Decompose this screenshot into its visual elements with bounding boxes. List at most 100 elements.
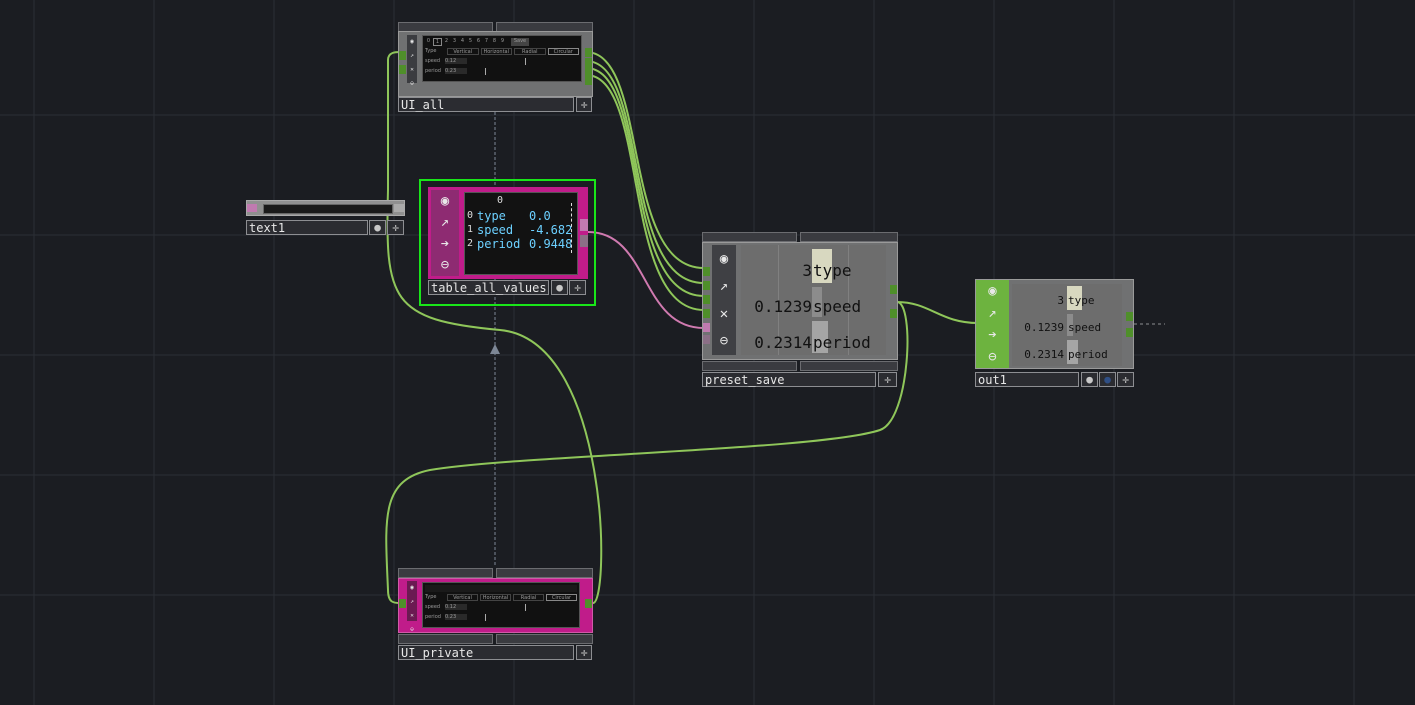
output-port[interactable] (585, 76, 592, 85)
save-button[interactable]: Save (511, 38, 529, 46)
node-out1[interactable]: ◉ ↗ ➔ ⊖ 3 type 0.1239 speed 0.2314 perio… (975, 279, 1135, 390)
row-value[interactable]: -4.682 (529, 223, 573, 237)
node-ui-private[interactable]: ◉ ↗ ✕ ⊖ Type Vertical Horizontal Radial … (398, 568, 593, 662)
viewer-icon[interactable]: ◉ (440, 192, 450, 209)
ui-private-panel[interactable]: Type Vertical Horizontal Radial Circular… (422, 582, 580, 628)
input-port[interactable] (703, 281, 710, 290)
bypass-icon[interactable]: ✕ (410, 66, 414, 73)
ui-all-panel[interactable]: 0 1 2 3 4 5 6 7 8 9 Save Type Vertical H… (422, 35, 582, 82)
node-name[interactable]: UI_all (398, 97, 574, 112)
table-row[interactable]: 1 speed -4.682 (465, 223, 577, 237)
output-port[interactable] (1126, 328, 1133, 337)
viewer-icon[interactable]: ◉ (410, 38, 414, 45)
channel-viewer[interactable]: 3 type 0.1239 speed 0.2314 period (1012, 284, 1122, 366)
node-text1[interactable]: text1 ● ✛ (246, 200, 405, 236)
input-port[interactable] (399, 599, 406, 608)
plus-icon[interactable]: ✛ (576, 97, 592, 112)
input-port[interactable] (703, 267, 710, 276)
table-view[interactable]: 0 0 type 0.0 1 speed -4.682 2 period 0.9… (464, 192, 578, 275)
period-slider-handle[interactable] (485, 68, 486, 75)
bypass-icon[interactable]: ➔ (988, 327, 997, 343)
speed-value-field[interactable]: 0.12 (445, 604, 467, 610)
node-ui-all[interactable]: ◉ ↗ ✕ ⊖ 0 1 2 3 4 5 6 7 8 9 Save Type Ve… (398, 22, 593, 115)
period-slider-handle[interactable] (485, 614, 486, 621)
lock-icon[interactable]: ⊖ (410, 626, 414, 633)
preset-tab[interactable]: 3 (452, 38, 457, 44)
cook-icon[interactable]: ↗ (719, 278, 729, 295)
type-option-circular[interactable]: Circular (546, 594, 577, 601)
output-port[interactable] (585, 67, 592, 76)
viewer-toggle-icon[interactable]: ● (369, 220, 386, 235)
output-port[interactable] (394, 204, 404, 212)
table-row[interactable]: 2 period 0.9448 (465, 237, 577, 251)
output-port[interactable] (1126, 312, 1133, 321)
preset-tab[interactable]: 2 (444, 38, 449, 44)
row-value[interactable]: 0.0 (529, 209, 551, 223)
preset-tab[interactable]: 1 (433, 38, 442, 46)
node-name[interactable]: out1 (975, 372, 1079, 387)
channel-viewer[interactable]: 3 type 0.1239 speed 0.2314 period (741, 245, 886, 355)
plus-icon[interactable]: ✛ (576, 645, 592, 660)
output-port[interactable] (580, 219, 588, 231)
node-name[interactable]: preset_save (702, 372, 876, 387)
speed-slider-handle[interactable] (525, 604, 526, 611)
cook-icon[interactable]: ↗ (410, 598, 414, 605)
preset-tab[interactable]: 5 (468, 38, 473, 44)
input-port[interactable] (399, 65, 406, 74)
output-port[interactable] (585, 48, 592, 57)
input-port[interactable] (399, 51, 406, 60)
display-toggle-icon[interactable]: ● (1099, 372, 1116, 387)
node-table-all-values[interactable]: ◉ ↗ ➔ ⊖ 0 0 type 0.0 1 speed -4.682 2 pe… (419, 179, 596, 306)
bypass-icon[interactable]: ✕ (719, 305, 729, 322)
type-option-vertical[interactable]: Vertical (447, 48, 479, 55)
type-option-radial[interactable]: Radial (514, 48, 546, 55)
preset-tab[interactable]: 0 (426, 38, 431, 44)
type-option-circular[interactable]: Circular (547, 48, 579, 55)
period-value-field[interactable]: 0.23 (445, 68, 467, 74)
lock-icon[interactable]: ⊖ (440, 257, 450, 274)
node-name[interactable]: UI_private (398, 645, 574, 660)
bypass-icon[interactable]: ✕ (410, 612, 414, 619)
viewer-icon[interactable]: ◉ (719, 250, 729, 267)
row-key[interactable]: period (477, 237, 521, 251)
node-name[interactable]: text1 (246, 220, 368, 235)
node-preset-save[interactable]: ◉ ↗ ✕ ⊖ 3 type 0.1239 speed 0.2314 perio… (702, 232, 898, 389)
type-option-radial[interactable]: Radial (513, 594, 544, 601)
output-port[interactable] (890, 309, 897, 318)
input-port[interactable] (703, 309, 710, 318)
preset-tab[interactable]: 6 (476, 38, 481, 44)
row-key[interactable]: type (477, 209, 506, 223)
viewer-icon[interactable]: ◉ (410, 584, 414, 591)
cook-icon[interactable]: ↗ (410, 52, 414, 59)
input-port[interactable] (703, 295, 710, 304)
type-option-vertical[interactable]: Vertical (447, 594, 478, 601)
preset-tab[interactable]: 7 (484, 38, 489, 44)
plus-icon[interactable]: ✛ (878, 372, 897, 387)
output-port[interactable] (585, 58, 592, 67)
viewer-toggle-icon[interactable]: ● (1081, 372, 1098, 387)
preset-tab[interactable]: 4 (460, 38, 465, 44)
cook-icon[interactable]: ↗ (440, 214, 450, 231)
plus-icon[interactable]: ✛ (387, 220, 404, 235)
plus-icon[interactable]: ✛ (1117, 372, 1134, 387)
input-port[interactable] (703, 335, 710, 344)
output-port[interactable] (580, 235, 588, 247)
bypass-icon[interactable]: ➔ (440, 235, 450, 252)
lock-icon[interactable]: ⊖ (719, 333, 729, 350)
viewer-toggle-icon[interactable]: ● (551, 280, 568, 295)
plus-icon[interactable]: ✛ (569, 280, 586, 295)
lock-icon[interactable]: ⊖ (410, 80, 414, 87)
speed-value-field[interactable]: 0.12 (445, 58, 467, 64)
preset-tab[interactable]: 8 (492, 38, 497, 44)
output-port[interactable] (890, 285, 897, 294)
preset-tab[interactable]: 9 (500, 38, 505, 44)
input-port[interactable] (247, 204, 257, 212)
cook-icon[interactable]: ↗ (988, 305, 997, 321)
speed-slider-handle[interactable] (525, 58, 526, 65)
type-option-horizontal[interactable]: Horizontal (480, 594, 511, 601)
lock-icon[interactable]: ⊖ (988, 349, 997, 365)
row-value[interactable]: 0.9448 (529, 237, 573, 251)
table-row[interactable]: 0 type 0.0 (465, 209, 577, 223)
viewer-icon[interactable]: ◉ (988, 283, 997, 299)
node-name[interactable]: table_all_values (428, 280, 549, 295)
